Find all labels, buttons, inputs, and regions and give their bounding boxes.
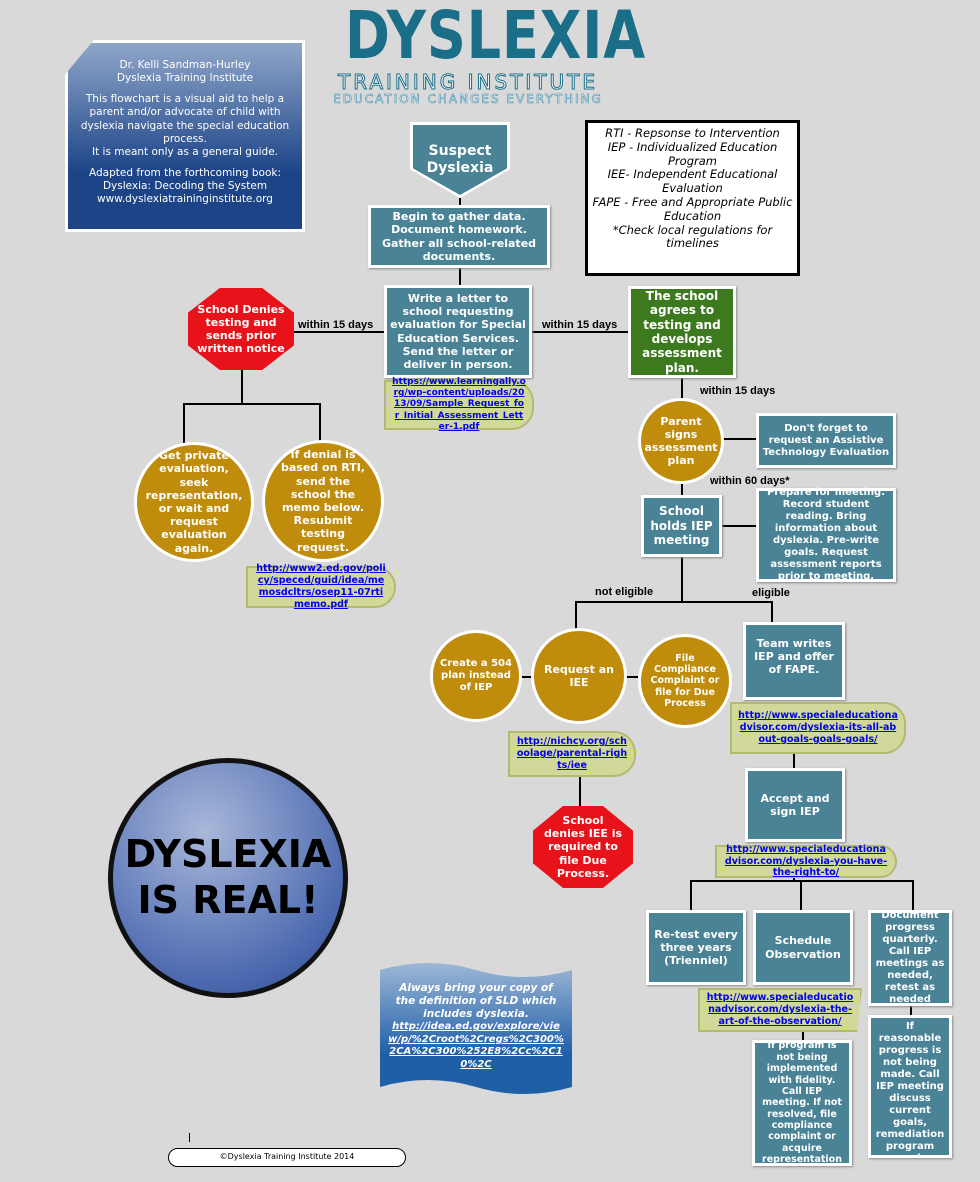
- copyright-footer: ©Dyslexia Training Institute 2014: [168, 1148, 406, 1167]
- legend-iep: IEP - Individualized Education Program: [607, 139, 778, 168]
- team-writes-iep-box: Team writes IEP and offer of FAPE.: [743, 622, 845, 700]
- logo-tagline: EDUCATION CHANGES EVERYTHING: [333, 92, 603, 107]
- rti-denial-circle: If denial is based on RTI, send the scho…: [262, 440, 384, 562]
- label-within-15-down: within 15 days: [700, 385, 776, 397]
- label-not-eligible: not eligible: [595, 586, 654, 598]
- document-progress-box: Document progress quarterly. Call IEP me…: [868, 910, 952, 1006]
- logo-title: DYSLEXIA: [345, 0, 646, 74]
- file-compliance-circle: File Compliance Complaint or file for Du…: [638, 634, 732, 728]
- legend-fape: FAPE - Free and Appropriate Public Educa…: [592, 194, 793, 223]
- dyslexia-is-real-text: DYSLEXIA IS REAL!: [124, 832, 332, 922]
- sld-banner: Always bring your copy of the definition…: [380, 962, 572, 1095]
- sld-banner-text: Always bring your copy of the definition…: [395, 982, 557, 1021]
- intro-website: www.dyslexiatraininginstitute.org: [97, 193, 273, 206]
- rti-memo-link[interactable]: http://www2.ed.gov/policy/speced/guid/id…: [246, 563, 396, 610]
- retest-box: Re-test every three years (Trienniel): [646, 910, 746, 985]
- suspect-dyslexia-label: Suspect Dyslexia: [413, 125, 507, 195]
- iep-meeting-box: School holds IEP meeting: [641, 495, 722, 557]
- schedule-observation-box: Schedule Observation: [753, 910, 853, 985]
- label-within-15-left: within 15 days: [298, 319, 374, 331]
- intro-author: Dr. Kelli Sandman-Hurley: [119, 59, 251, 71]
- reasonable-progress-box: If reasonable progress is not being made…: [868, 1015, 952, 1158]
- sld-link[interactable]: http://idea.ed.gov/explore/view/p/%2Croo…: [388, 1021, 564, 1070]
- legend-note: *Check local regulations for timelines: [612, 222, 773, 251]
- iee-link[interactable]: http://nichcy.org/schoolage/parental-rig…: [508, 731, 636, 777]
- label-within-60: within 60 days*: [710, 475, 790, 487]
- request-iee-circle: Request an IEE: [531, 628, 627, 724]
- school-denies-iee-stop-sign: School denies IEE is required to file Du…: [533, 806, 633, 888]
- assistive-tech-box: Don't forget to request an Assistive Tec…: [756, 413, 896, 468]
- parent-signs-circle: Parent signs assessment plan: [638, 398, 724, 484]
- intro-org: Dyslexia Training Institute: [116, 72, 254, 85]
- accept-sign-iep-box: Accept and sign IEP: [745, 768, 845, 842]
- school-denies-stop-sign: School Denies testing and sends prior wr…: [188, 288, 294, 370]
- write-letter-box: Write a letter to school requesting eval…: [384, 285, 532, 378]
- right-to-link[interactable]: http://www.specialeducationadvisor.com/d…: [715, 844, 897, 878]
- intro-description: This flowchart is a visual aid to help a…: [80, 93, 290, 145]
- fidelity-box: If program is not being implemented with…: [752, 1040, 852, 1166]
- label-within-15-right: within 15 days: [542, 319, 618, 331]
- legend-iee: IEE- Independent Educational Evaluation: [607, 167, 778, 196]
- gather-data-box: Begin to gather data. Document homework.…: [368, 205, 550, 268]
- acronym-legend: RTI - Repsonse to Intervention IEP - Ind…: [585, 120, 800, 276]
- label-eligible: eligible: [752, 587, 790, 599]
- dyslexia-is-real-circle: DYSLEXIA IS REAL!: [108, 758, 348, 998]
- plan-504-circle: Create a 504 plan instead of IEP: [430, 630, 522, 722]
- intro-adapted: Adapted from the forthcoming book:: [88, 166, 282, 179]
- prepare-meeting-box: Prepare for meeting. Record student read…: [756, 487, 896, 582]
- observation-link[interactable]: http://www.specialeducationadvisor.com/d…: [698, 988, 862, 1032]
- school-agrees-box: The school agrees to testing and develop…: [628, 286, 736, 378]
- intro-guide: It is meant only as a general guide.: [91, 145, 279, 158]
- legend-rti: RTI - Repsonse to Intervention: [605, 126, 780, 140]
- logo: DYSLEXIA TRAINING INSTITUTE EDUCATION CH…: [318, 0, 646, 107]
- letter-link[interactable]: https://www.learningally.org/wp-content/…: [384, 377, 534, 432]
- intro-book: Dyslexia: Decoding the System: [102, 180, 268, 192]
- intro-box: Dr. Kelli Sandman-Hurley Dyslexia Traini…: [65, 40, 305, 232]
- goals-link[interactable]: http://www.specialeducationadvisor.com/d…: [730, 702, 906, 754]
- private-evaluation-circle: Get private evaluation, seek representat…: [134, 442, 254, 562]
- logo-subtitle: TRAINING INSTITUTE: [338, 70, 598, 94]
